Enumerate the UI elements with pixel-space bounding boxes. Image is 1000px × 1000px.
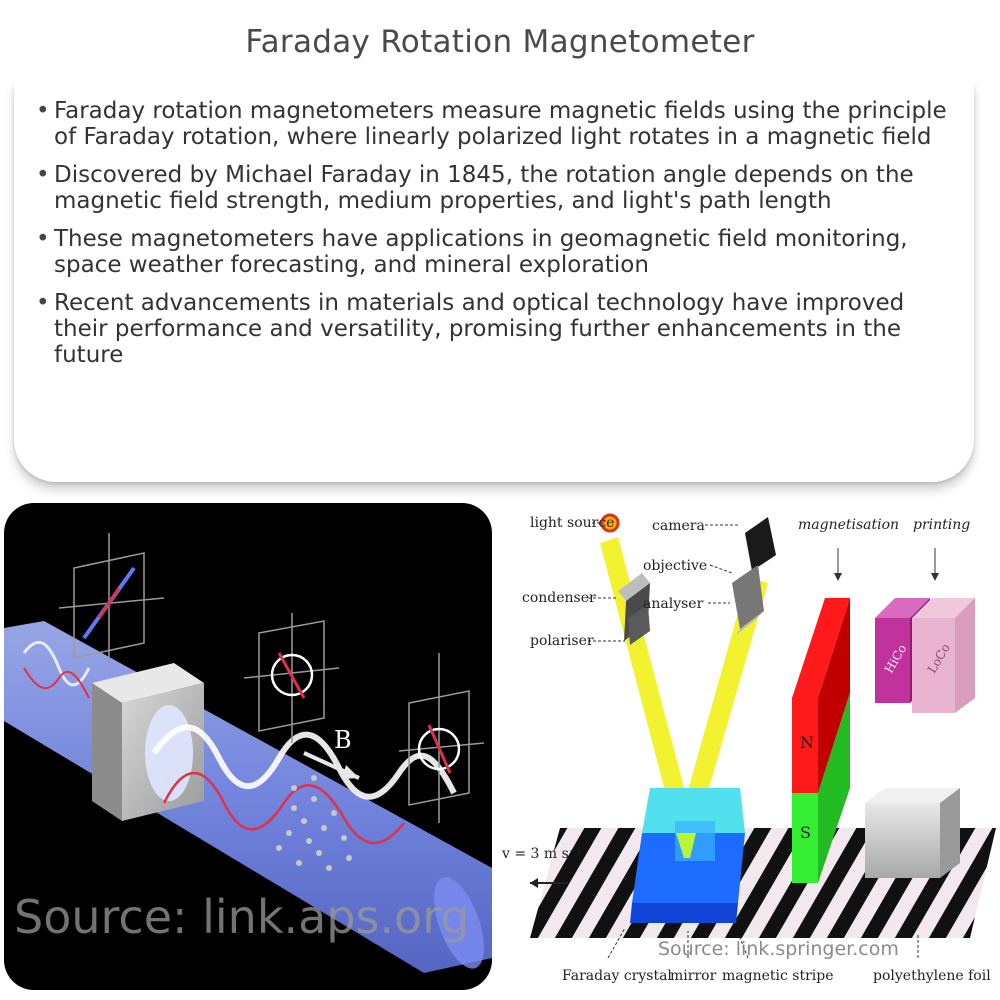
label-magnetisation: magnetisation: [798, 517, 899, 533]
camera-element: [745, 517, 776, 571]
light-source-icon: [600, 513, 620, 533]
bullet-item: These magnetometers have applications in…: [36, 226, 954, 278]
reflected-beam: [676, 577, 768, 833]
label-polariser: polariser: [530, 633, 594, 649]
helix-wave-red: [162, 771, 405, 845]
polarization-axes-2: [243, 613, 340, 743]
label-velocity: v = 3 m s⁻¹: [501, 846, 582, 862]
faraday-illustration-svg: B Source: link.aps.org: [4, 533, 492, 973]
label-objective: objective: [643, 558, 707, 574]
label-camera: camera: [652, 518, 705, 534]
beam-end-cap: [434, 877, 484, 969]
pole-s-label: S: [800, 823, 811, 842]
faraday-crystal: [630, 788, 745, 923]
label-light-source: light source: [530, 515, 614, 531]
incident-beam: [600, 537, 696, 833]
label-printing: printing: [913, 517, 970, 533]
magneto-optic-svg: N S HiCo LoCo: [501, 513, 996, 984]
pole-n-label: N: [800, 733, 814, 752]
polarization-axes-1: [58, 533, 165, 663]
label-analyser: analyser: [643, 596, 704, 612]
bullet-list: Faraday rotation magnetometers measure m…: [36, 98, 954, 368]
bullet-card: Faraday rotation magnetometers measure m…: [14, 82, 974, 482]
helix-wave: [151, 724, 457, 800]
magneto-optic-diagram: N S HiCo LoCo: [500, 503, 996, 993]
magnet-block: [792, 598, 850, 883]
label-polyethylene-foil: polyethylene foil: [873, 968, 991, 984]
cube-glow: [145, 705, 193, 801]
page-title: Faraday Rotation Magnetometer: [245, 24, 755, 60]
analyser-element: [732, 565, 764, 635]
label-magnetic-stripe: magnetic stripe: [722, 968, 834, 984]
faraday-rotation-illustration: B Source: link.aps.org: [4, 503, 492, 990]
polariser-element: [628, 605, 650, 645]
source-watermark-left: Source: link.aps.org: [14, 890, 470, 944]
polyethylene-foil: [865, 788, 960, 878]
particle-cloud: [276, 775, 352, 871]
bullet-item: Discovered by Michael Faraday in 1845, t…: [36, 162, 954, 214]
bullet-item: Faraday rotation magnetometers measure m…: [36, 98, 954, 150]
polarization-axes-3: [398, 653, 485, 823]
bullet-item: Recent advancements in materials and opt…: [36, 290, 954, 368]
label-mirror: mirror: [670, 968, 717, 984]
printing-block-loco: [912, 598, 975, 713]
label-faraday-crystal: Faraday crystal: [562, 968, 672, 984]
source-watermark-right: Source: link.springer.com: [658, 938, 899, 960]
field-label: B: [334, 726, 352, 754]
label-condenser: condenser: [522, 590, 596, 606]
